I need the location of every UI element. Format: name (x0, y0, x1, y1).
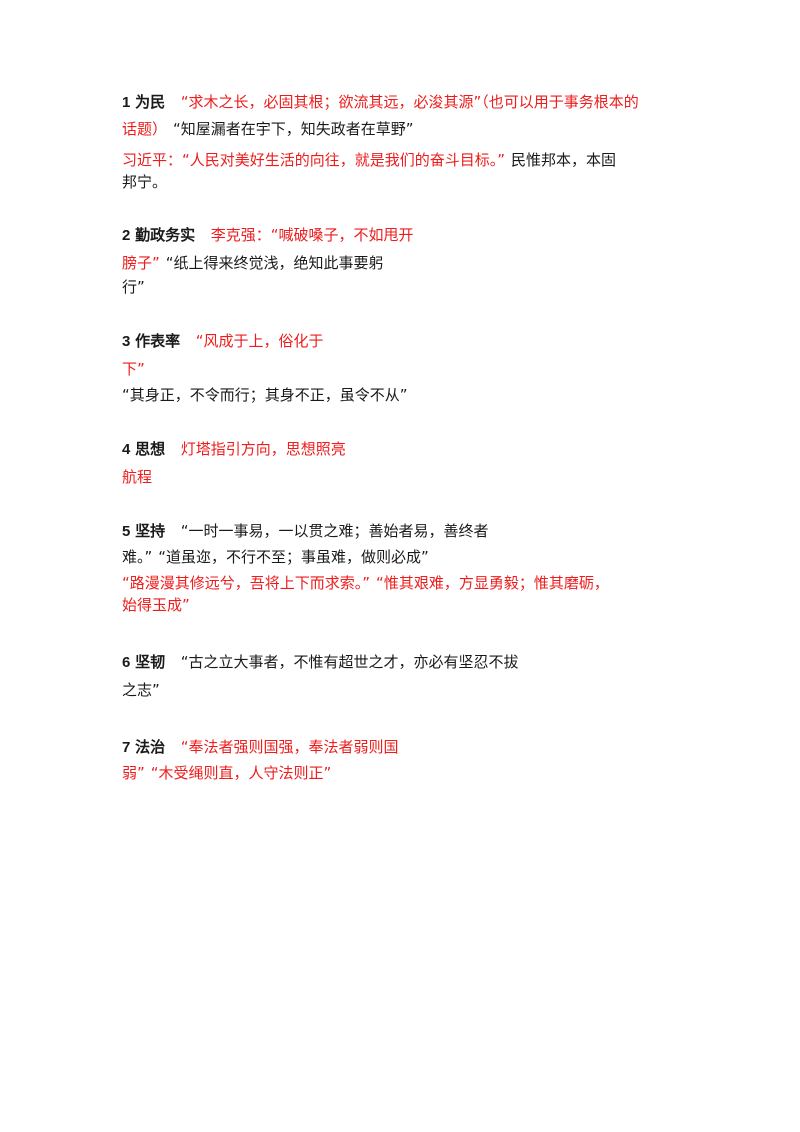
section-3-line-1: 3 作表率 “风成于上，俗化于 (122, 330, 323, 353)
quote: “路漫漫其修远兮，吾将上下而求索。” (122, 574, 371, 592)
section-2-line-3: 行” (122, 276, 145, 298)
quote: “木受绳则直，人守法则正” (150, 764, 332, 782)
quote: “纸上得来终觉浅，绝知此事要躬 (165, 254, 384, 272)
quote: 膀子” (122, 254, 160, 272)
section-heading: 作表率 (135, 332, 181, 350)
section-1-line-3: 习近平：“人民对美好生活的向往，就是我们的奋斗目标。” 民惟邦本，本固 (122, 149, 616, 171)
section-number: 5 (122, 523, 131, 540)
quote: “惟其艰难，方显勇毅；惟其磨砺， (376, 574, 609, 592)
section-heading: 坚持 (135, 522, 166, 540)
section-number: 3 (122, 333, 131, 350)
section-1-line-2: 话题） “知屋漏者在宇下，知失政者在草野” (122, 118, 414, 140)
section-number: 7 (122, 739, 131, 756)
quote: 行” (122, 278, 145, 296)
section-7-line-1: 7 法治 “奉法者强则国强，奉法者弱则国 (122, 736, 398, 759)
section-6-line-2: 之志” (122, 679, 160, 701)
section-heading: 坚韧 (135, 653, 166, 671)
section-7-line-2: 弱” “木受绳则直，人守法则正” (122, 762, 331, 784)
quote: “风成于上，俗化于 (195, 332, 324, 350)
section-5-line-4: 始得玉成” (122, 594, 190, 616)
section-heading: 为民 (135, 93, 166, 111)
section-2-line-1: 2 勤政务实 李克强：“喊破嗓子，不如甩开 (122, 224, 413, 247)
quote: 话题） (122, 120, 168, 138)
section-number: 2 (122, 227, 131, 244)
section-4-line-2: 航程 (122, 466, 152, 488)
quote: “道虽迩，不行不至；事虽难，做则必成” (158, 548, 429, 566)
section-5-line-2: 难。” “道虽迩，不行不至；事虽难，做则必成” (122, 546, 429, 568)
section-4-line-1: 4 思想 灯塔指引方向，思想照亮 (122, 438, 346, 461)
section-heading: 法治 (135, 738, 166, 756)
section-6-line-1: 6 坚韧 “古之立大事者，不惟有超世之才，亦必有坚忍不拔 (122, 651, 518, 674)
quote: 始得玉成” (122, 596, 190, 614)
section-1-line-1: 1 为民 “求木之长，必固其根；欲流其远，必浚其源”（也可以用于事务根本的 (122, 91, 639, 114)
quote: 灯塔指引方向，思想照亮 (180, 440, 346, 458)
section-5-line-1: 5 坚持 “一时一事易，一以贯之难；善始者易，善终者 (122, 520, 488, 543)
section-number: 6 (122, 654, 131, 671)
quote: “奉法者强则国强，奉法者弱则国 (180, 738, 399, 756)
quote: “一时一事易，一以贯之难；善始者易，善终者 (180, 522, 489, 540)
quote: “知屋漏者在宇下，知失政者在草野” (173, 120, 414, 138)
quote: 李克强：“喊破嗓子，不如甩开 (210, 226, 414, 244)
section-heading: 勤政务实 (135, 226, 196, 244)
quote: “其身正，不令而行；其身不正，虽令不从” (122, 386, 408, 404)
section-number: 1 (122, 94, 131, 111)
quote: “求木之长，必固其根；欲流其远，必浚其源”（也可以用于事务根本的 (180, 93, 639, 111)
quote: 邦宁。 (122, 173, 168, 191)
quote: 之志” (122, 681, 160, 699)
section-3-line-2: 下” (122, 358, 145, 380)
quote: 难。” (122, 548, 153, 566)
quote: 民惟邦本，本固 (511, 151, 617, 169)
quote: 弱” (122, 764, 145, 782)
quote: 航程 (122, 468, 153, 486)
quote: 习近平：“人民对美好生活的向往，就是我们的奋斗目标。” (122, 151, 506, 169)
quote: 下” (122, 360, 145, 378)
section-5-line-3: “路漫漫其修远兮，吾将上下而求索。” “惟其艰难，方显勇毅；惟其磨砺， (122, 572, 609, 594)
section-3-line-3: “其身正，不令而行；其身不正，虽令不从” (122, 384, 408, 406)
section-heading: 思想 (135, 440, 166, 458)
section-1-line-4: 邦宁。 (122, 171, 167, 193)
section-number: 4 (122, 441, 131, 458)
section-2-line-2: 膀子” “纸上得来终觉浅，绝知此事要躬 (122, 252, 384, 274)
quote: “古之立大事者，不惟有超世之才，亦必有坚忍不拔 (180, 653, 519, 671)
